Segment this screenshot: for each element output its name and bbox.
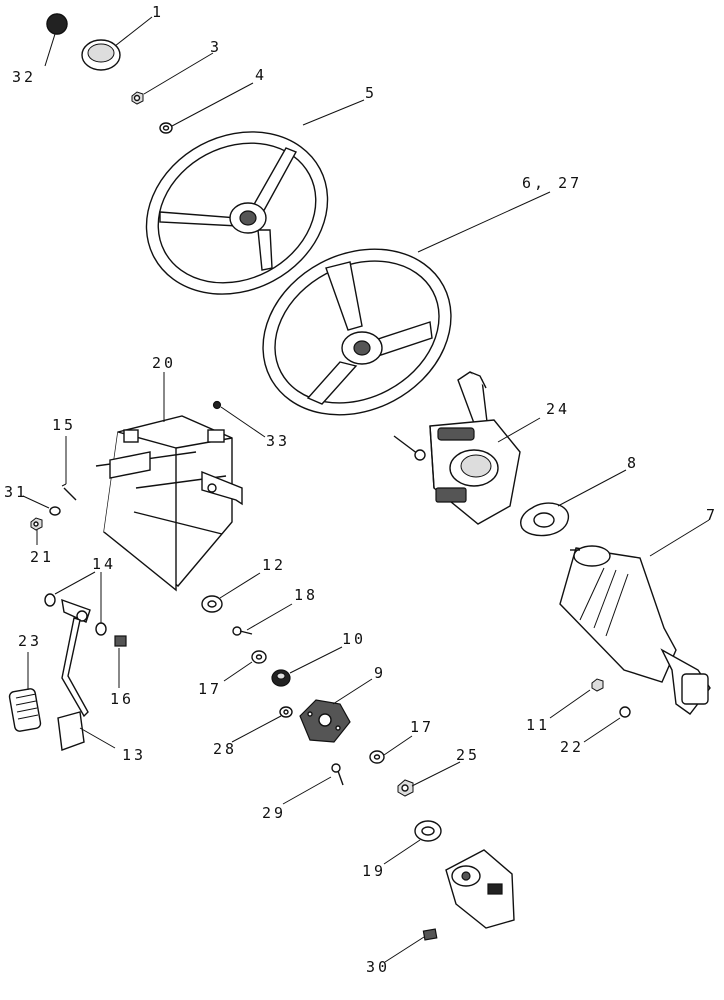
callout-25: 25 [456,746,480,764]
part-19-washer [414,820,442,842]
callout-5: 5 [365,84,377,102]
part-33-grease-fitting [212,400,222,410]
callout-19: 19 [362,862,386,880]
callout-13: 13 [122,746,146,764]
callout-33: 33 [266,432,290,450]
part-17-washer [369,750,385,764]
part-15-pin [61,483,77,501]
part-8-snap-ring [520,502,569,537]
part-13-brake-pedal [57,598,91,751]
callout-16: 16 [110,690,134,708]
part-steering-motor [445,849,515,929]
part-18-bolt [232,626,253,636]
callout-6-27: 6, 27 [522,174,582,192]
part-28-nut [279,706,293,718]
callout-8: 8 [627,454,639,472]
part-16-clip [114,635,127,647]
part-7-steering-column [559,545,711,715]
part-32-cap [46,13,68,35]
part-10-bushing [271,669,291,687]
callout-21: 21 [30,548,54,566]
callout-23: 23 [18,632,42,650]
callout-17: 17 [198,680,222,698]
part-20-pedal-bracket [95,415,243,592]
callout-labels: 1 3 4 5 6, 27 32 20 33 24 8 15 31 21 14 … [4,3,718,976]
part-3-nut [131,91,144,105]
part-11-nut [591,678,604,692]
callout-4: 4 [255,66,267,84]
callout-30: 30 [366,958,390,976]
callout-15: 15 [52,416,76,434]
part-1-horn-cover [81,39,121,71]
part-21-nut [30,517,43,531]
part-23-pedal-pad [8,688,42,732]
callout-24: 24 [546,400,570,418]
callout-14: 14 [92,555,116,573]
callout-31: 31 [4,483,28,501]
callout-11: 11 [526,716,550,734]
callout-1: 1 [152,3,164,21]
part-17-washer [251,650,267,664]
callout-32: 32 [12,68,36,86]
callout-28: 28 [213,740,237,758]
callout-22: 22 [560,738,584,756]
part-5-steering-wheel [145,131,329,295]
callout-10: 10 [342,630,366,648]
part-31-washer [49,506,61,516]
part-25-nut [397,779,414,797]
callout-9: 9 [374,664,386,682]
part-30-key [422,928,438,941]
part-4-washer [159,122,173,134]
callout-17: 17 [410,718,434,736]
callout-20: 20 [152,354,176,372]
callout-29: 29 [262,804,286,822]
part-29-bolt [331,763,344,786]
callout-3: 3 [210,38,222,56]
part-22-washer [619,706,631,718]
part-9-flex-plate [299,699,351,743]
callout-18: 18 [294,586,318,604]
part-6-steering-wheel [262,248,452,416]
part-12-washer [201,595,223,613]
part-24-control-module [393,371,521,525]
leader-lines [22,16,710,963]
callout-12: 12 [262,556,286,574]
callout-7: 7 [706,506,718,524]
